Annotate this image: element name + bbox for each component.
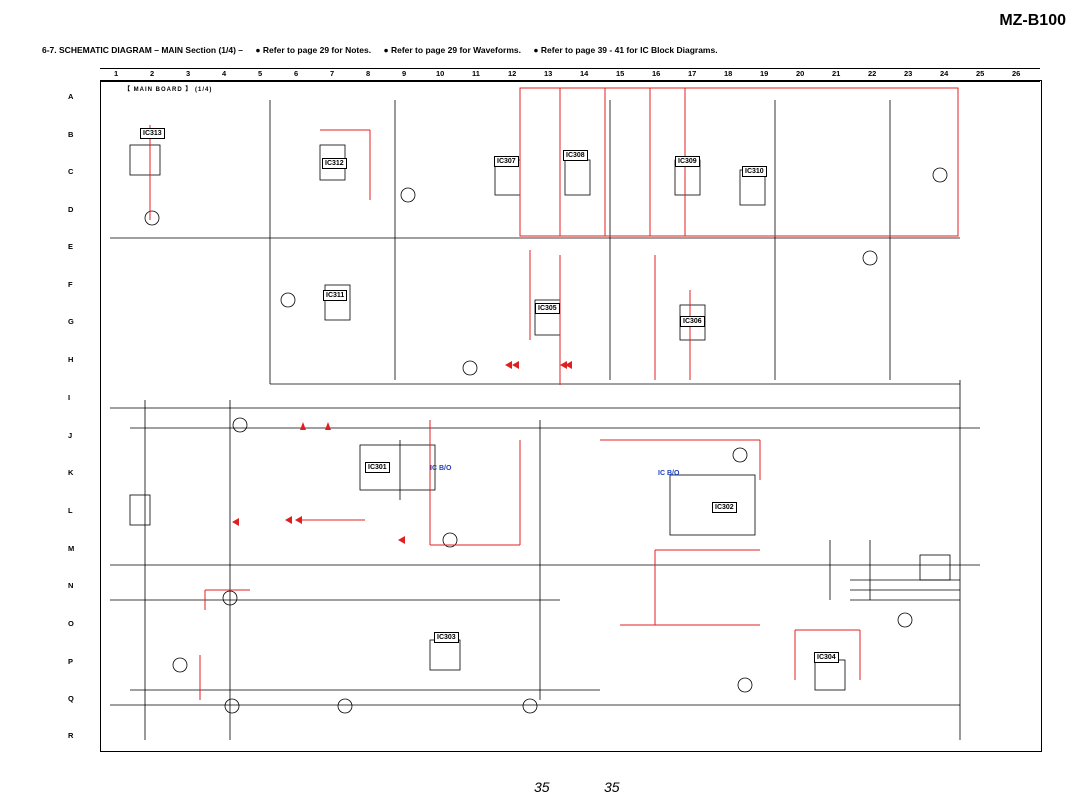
page-number-right: 35 xyxy=(604,779,620,795)
row-label: J xyxy=(68,431,73,440)
col-label: 3 xyxy=(186,69,191,78)
col-label: 1 xyxy=(114,69,119,78)
ic311-label: IC311 xyxy=(323,290,348,301)
section-header: 6-7. SCHEMATIC DIAGRAM – MAIN Section (1… xyxy=(42,45,728,55)
col-label: 23 xyxy=(904,69,913,78)
col-label: 8 xyxy=(366,69,371,78)
row-label: B xyxy=(68,130,74,139)
col-label: 5 xyxy=(258,69,263,78)
ic313-label: IC313 xyxy=(140,128,165,139)
ic312-label: IC312 xyxy=(322,158,347,169)
row-label: I xyxy=(68,393,71,402)
col-label: 14 xyxy=(580,69,589,78)
ic-bo-label: IC B/O xyxy=(658,470,680,477)
col-label: 18 xyxy=(724,69,733,78)
row-label: K xyxy=(68,468,74,477)
note-notes: ● Refer to page 29 for Notes. xyxy=(255,45,372,55)
ic308-label: IC308 xyxy=(563,150,588,161)
col-label: 19 xyxy=(760,69,769,78)
ic307-label: IC307 xyxy=(494,156,519,167)
main-board-frame xyxy=(100,80,1042,752)
row-label: M xyxy=(68,544,75,553)
column-index-bar: 1 2 3 4 5 6 7 8 9 10 11 12 13 14 15 16 1… xyxy=(100,68,1040,82)
ic-bo-label: IC B/O xyxy=(430,465,452,472)
row-label: F xyxy=(68,280,73,289)
col-label: 17 xyxy=(688,69,697,78)
col-label: 16 xyxy=(652,69,661,78)
page-number-left: 35 xyxy=(534,779,550,795)
col-label: 12 xyxy=(508,69,517,78)
ic309-label: IC309 xyxy=(675,156,700,167)
col-label: 13 xyxy=(544,69,553,78)
col-label: 10 xyxy=(436,69,445,78)
row-label: P xyxy=(68,657,74,666)
ic302-label: IC302 xyxy=(712,502,737,513)
board-label: 【 MAIN BOARD 】 (1/4) xyxy=(124,87,213,93)
model-name: MZ-B100 xyxy=(999,12,1066,29)
col-label: 21 xyxy=(832,69,841,78)
note-waveforms: ● Refer to page 29 for Waveforms. xyxy=(383,45,522,55)
col-label: 9 xyxy=(402,69,407,78)
col-label: 24 xyxy=(940,69,949,78)
col-label: 25 xyxy=(976,69,985,78)
col-label: 7 xyxy=(330,69,335,78)
col-label: 26 xyxy=(1012,69,1021,78)
ic310-label: IC310 xyxy=(742,166,767,177)
col-label: 11 xyxy=(472,69,480,78)
row-label: E xyxy=(68,242,74,251)
note-ic-block: ● Refer to page 39 - 41 for IC Block Dia… xyxy=(533,45,718,55)
col-label: 4 xyxy=(222,69,227,78)
col-label: 15 xyxy=(616,69,625,78)
row-label: Q xyxy=(68,694,74,703)
row-label: H xyxy=(68,355,74,364)
row-label: G xyxy=(68,317,74,326)
section-title: 6-7. SCHEMATIC DIAGRAM – MAIN Section (1… xyxy=(42,45,244,55)
ic303-label: IC303 xyxy=(434,632,459,643)
col-label: 22 xyxy=(868,69,877,78)
row-label: C xyxy=(68,167,74,176)
ic306-label: IC306 xyxy=(680,316,705,327)
row-label: A xyxy=(68,92,74,101)
row-label: L xyxy=(68,506,73,515)
row-label: O xyxy=(68,619,74,628)
col-label: 6 xyxy=(294,69,299,78)
ic304-label: IC304 xyxy=(814,652,839,663)
col-label: 20 xyxy=(796,69,805,78)
col-label: 2 xyxy=(150,69,155,78)
row-label: N xyxy=(68,581,74,590)
ic301-label: IC301 xyxy=(365,462,390,473)
row-label: R xyxy=(68,731,74,740)
ic305-label: IC305 xyxy=(535,303,560,314)
row-label: D xyxy=(68,205,74,214)
